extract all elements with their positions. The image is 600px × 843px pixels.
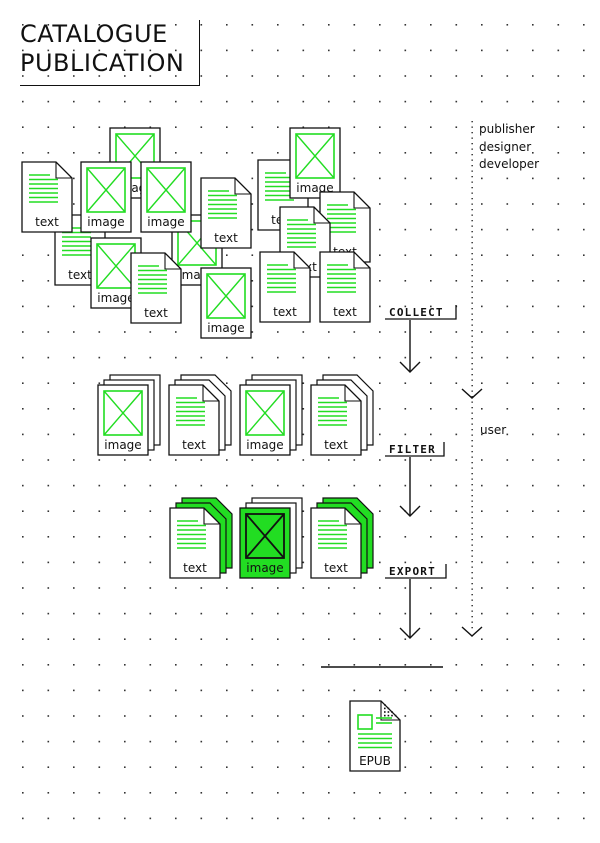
text-document: text	[310, 507, 362, 579]
text-document: text	[310, 384, 362, 456]
timeline-arrow-1	[461, 388, 483, 399]
text-document-label: text	[214, 231, 238, 245]
image-document-label: image	[87, 215, 124, 229]
step-filter-bracket	[385, 442, 445, 457]
timeline-arrow-2	[461, 626, 483, 637]
step-export-bracket	[385, 564, 447, 579]
image-document: image	[239, 507, 291, 579]
arrow-export-head	[399, 627, 421, 639]
role-timeline	[471, 121, 473, 629]
image-document-label: image	[207, 321, 244, 335]
page-title: CATALOGUE PUBLICATION	[20, 20, 200, 86]
text-document-label: text	[144, 306, 168, 320]
step-filter: FILTER	[389, 443, 436, 456]
step-export: EXPORT	[389, 565, 436, 578]
image-document-label: image	[147, 215, 184, 229]
text-document: text	[130, 252, 182, 324]
text-document-label: text	[182, 438, 206, 452]
image-document-label: image	[97, 291, 134, 305]
text-document: text	[169, 507, 221, 579]
text-document-label: text	[324, 561, 348, 575]
image-document: image	[80, 161, 132, 233]
text-document-label: text	[273, 305, 297, 319]
text-document-label: text	[183, 561, 207, 575]
role-publisher: publisher	[479, 122, 535, 136]
image-document: image	[200, 267, 252, 339]
arrow-collect-head	[399, 361, 421, 373]
image-document: image	[140, 161, 192, 233]
text-document: text	[21, 161, 73, 233]
image-document: image	[289, 127, 341, 199]
role-user: user	[480, 423, 507, 437]
title-line-1: CATALOGUE	[20, 20, 168, 48]
text-document: text	[319, 251, 371, 323]
image-document: image	[97, 384, 149, 456]
step-collect-bracket	[385, 305, 457, 320]
image-document-label: image	[104, 438, 141, 452]
role-developer: developer	[479, 157, 540, 171]
text-document-label: text	[68, 268, 92, 282]
text-document-label: text	[35, 215, 59, 229]
text-document-label: text	[333, 305, 357, 319]
step-collect: COLLECT	[389, 306, 444, 319]
role-designer: designer	[479, 139, 532, 154]
text-document-label: text	[324, 438, 348, 452]
image-document-label: image	[246, 438, 283, 452]
text-document: text	[168, 384, 220, 456]
epub-label: EPUB	[359, 754, 391, 768]
role-list: publisher designer developer	[479, 121, 539, 174]
image-document: image	[239, 384, 291, 456]
text-document: text	[200, 177, 252, 249]
image-document-label: image	[246, 561, 283, 575]
epub-document: EPUB	[349, 700, 401, 772]
arrow-filter-head	[399, 505, 421, 517]
title-line-2: PUBLICATION	[20, 49, 185, 77]
text-document: text	[259, 251, 311, 323]
